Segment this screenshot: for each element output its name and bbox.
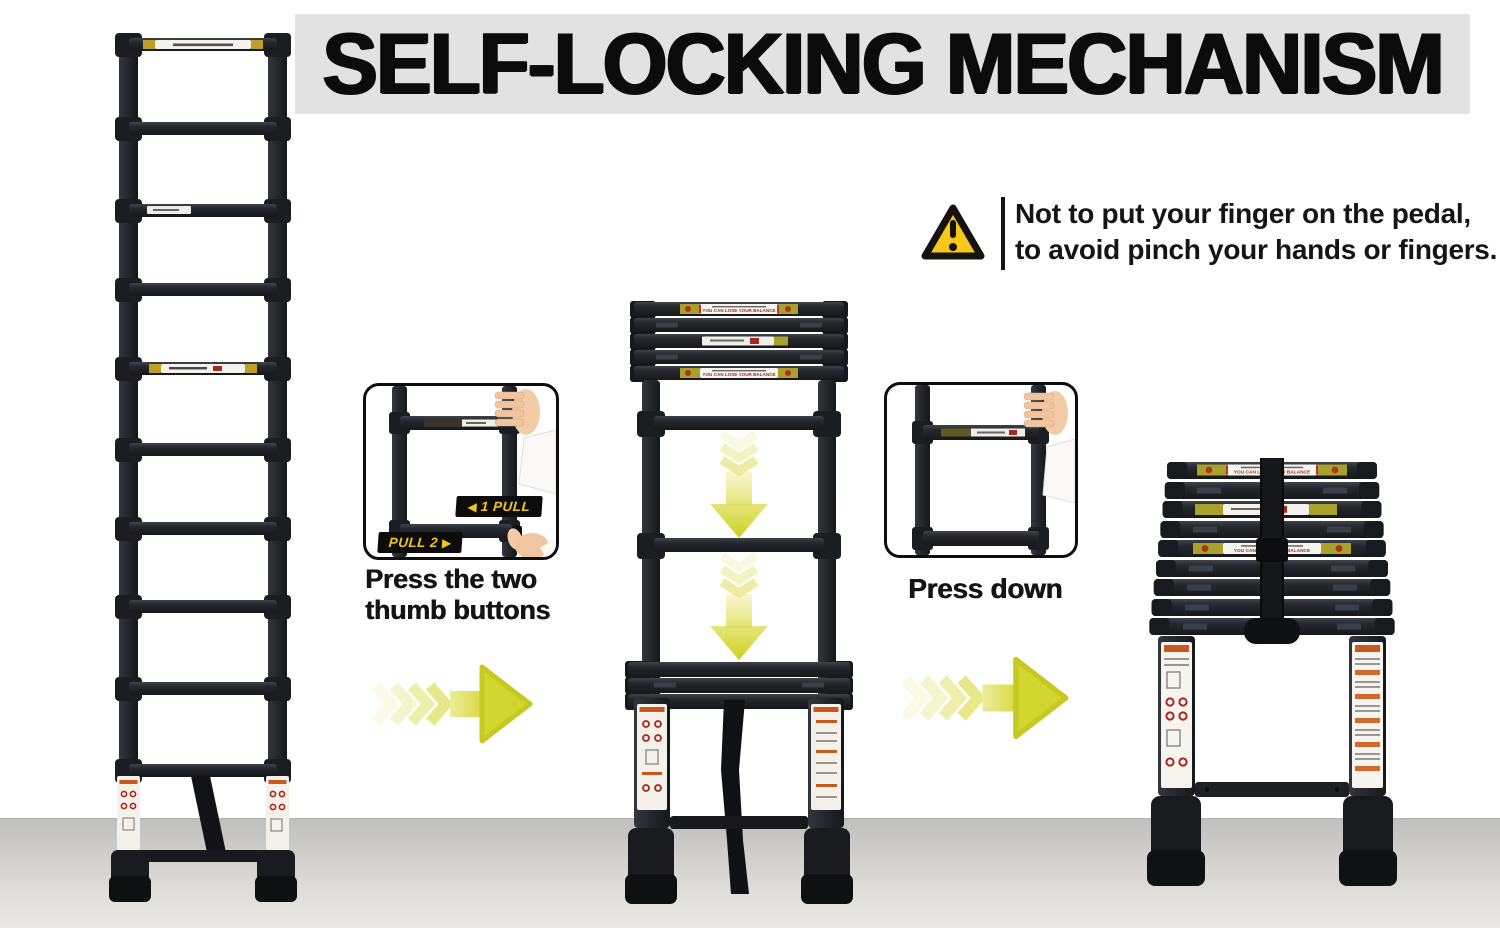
rubber-feet [1147,796,1397,886]
title-banner: SELF-LOCKING MECHANISM [295,14,1470,114]
inset-photo-press-down [884,382,1078,558]
warning-divider [1001,197,1005,270]
bottom-crossbar [1195,782,1349,797]
collapsed-ladder-illustration: YOU CAN LOSE YOUR BALANCE YOU CAN LOSE Y… [1147,458,1397,886]
mid-rung-warning-label [149,364,257,373]
leg-safety-labels [117,776,289,850]
hanging-strap [191,776,228,862]
sticker-text: YOU CAN LOSE YOUR BALANCE [702,308,775,313]
extended-ladder-illustration [109,33,297,902]
balance-warning-sticker-2: YOU CAN LOSE YOUR BALANCE [680,368,798,378]
sticker-text: YOU CAN LOSE YOUR BALANCE [702,372,775,377]
rubber-feet [625,828,853,904]
pull-arrow-left-icon: ◀ [467,499,478,514]
ladder-rungs [115,33,291,783]
stage-arrow-2-icon [901,656,1069,740]
warning-line-2: to avoid pinch your hands or fingers. [1015,234,1498,265]
collapsed-top-stack: YOU CAN LOSE YOUR BALANCE YOU CAN LOSE Y… [630,301,848,382]
mid-rung-label-small [147,206,191,214]
bottom-crossbar [670,816,808,829]
small-sticker [702,336,788,346]
pull-label-2: PULL 2 ▶ [377,532,463,553]
page-title: SELF-LOCKING MECHANISM [322,15,1444,112]
bottom-crossbar [138,850,268,862]
pull-label-1-text: 1 PULL [480,498,531,514]
pull-arrow-right-icon: ▶ [441,535,452,550]
inset-ladder-hand-illustration [912,385,1075,555]
leg-safety-labels [1161,642,1383,788]
caption-press-down: Press down [908,573,1063,604]
leg-safety-labels [637,704,841,810]
hand-gripping-rail [494,389,556,495]
warning-triangle-icon [921,204,985,260]
inset-photo-thumb-buttons: ◀ 1 PULL PULL 2 ▶ [363,383,559,560]
half-collapsed-ladder-illustration: YOU CAN LOSE YOUR BALANCE YOU CAN LOSE Y… [625,301,853,904]
thumb-pressing-button [507,526,556,557]
hand-pressing-down [1023,391,1075,504]
caption-thumb-buttons-line1: Press the two [365,564,537,594]
warning-line-1: Not to put your finger on the pedal, [1015,198,1471,229]
rubber-feet [109,850,297,902]
floor [0,818,1500,928]
balance-warning-sticker: YOU CAN LOSE YOUR BALANCE [680,304,798,314]
extended-rungs [637,411,841,559]
pull-label-2-text: PULL 2 [388,534,439,550]
caption-thumb-buttons-line2: thumb buttons [365,594,551,625]
hanging-strap [721,700,749,894]
pull-label-1: ◀ 1 PULL [455,496,543,517]
down-arrow-icon [710,430,768,538]
caption-thumb-buttons: Press the two thumb buttons [365,564,550,625]
stage-arrow-1-icon [371,664,533,744]
top-rung-warning-label [143,40,263,49]
down-arrow-icon [710,552,768,660]
carry-strap [1244,458,1300,644]
